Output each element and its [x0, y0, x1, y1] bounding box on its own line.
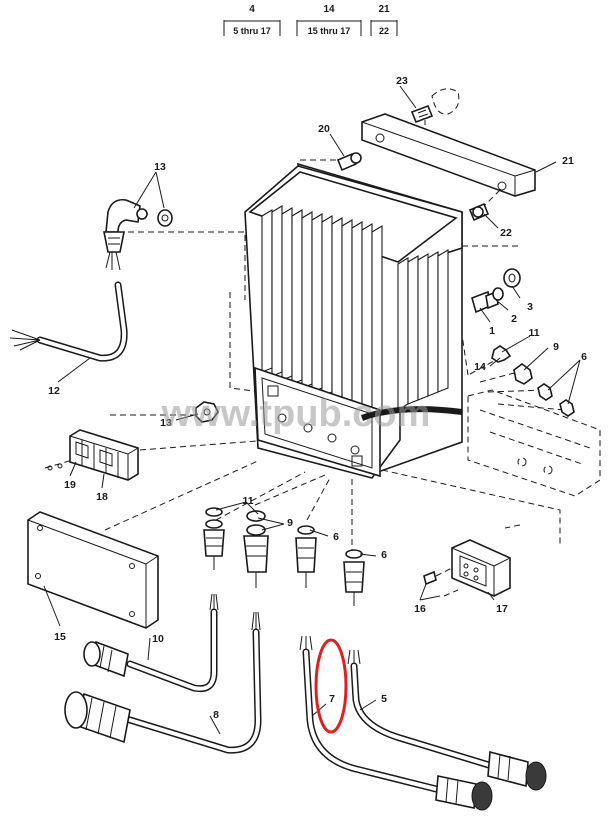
elbow-connector	[103, 198, 173, 271]
callout-3: 3	[527, 301, 533, 313]
callout-6-middle: 6	[333, 531, 339, 543]
cable-12	[9, 281, 128, 362]
screw-washer	[336, 152, 362, 172]
callout-23: 23	[396, 75, 408, 87]
highlight-ellipse	[314, 638, 348, 734]
callout-19: 19	[64, 479, 76, 491]
callout-14: 14	[474, 361, 486, 373]
cable-8	[64, 611, 262, 754]
reference-4: 4 5 thru 17	[223, 4, 281, 36]
reference-header: 4 5 thru 17 14 15 thru 17 21 22	[223, 4, 398, 36]
connector-11	[203, 507, 225, 570]
watermark-text: www.tpub.com	[161, 393, 431, 435]
callout-7: 7	[329, 693, 335, 705]
callout-9-right: 9	[553, 341, 559, 353]
reference-14-number: 14	[323, 4, 335, 15]
callout-labels: 23 20 21 22 13 3 2 1 11 9 6 14 12 13 19 …	[48, 75, 587, 721]
screw-washer	[471, 268, 521, 314]
mounting-bracket	[361, 113, 536, 197]
callout-22: 22	[500, 227, 512, 239]
callout-6-left: 6	[381, 549, 387, 561]
reference-14-range: 15 thru 17	[308, 26, 351, 36]
callout-12: 12	[48, 385, 60, 397]
heat-sink-fins-right	[397, 249, 449, 411]
reference-4-number: 4	[249, 4, 255, 15]
callout-13-middle: 13	[160, 417, 172, 429]
callout-20: 20	[318, 123, 330, 135]
reference-21-number: 21	[378, 4, 390, 15]
connector-9	[243, 510, 269, 588]
terminal-block	[47, 429, 139, 481]
callout-1: 1	[489, 325, 495, 337]
cable-7	[299, 635, 493, 811]
relay-module	[423, 539, 511, 597]
chassis-bracket	[467, 389, 601, 497]
screw	[410, 88, 460, 124]
leader-lines	[43, 85, 581, 735]
callout-2: 2	[511, 313, 517, 325]
reference-21-range: 22	[379, 26, 389, 36]
callout-10: 10	[152, 633, 164, 645]
reference-14: 14 15 thru 17	[296, 4, 362, 36]
callout-6-right: 6	[581, 351, 587, 363]
reference-4-range: 5 thru 17	[233, 26, 271, 36]
callout-18: 18	[96, 491, 108, 503]
knob-nut	[195, 401, 219, 423]
heat-sink-fins-left	[261, 205, 383, 417]
callout-8: 8	[213, 709, 219, 721]
callout-9-left: 9	[287, 517, 293, 529]
connector-6-b	[343, 549, 365, 606]
cable-5	[347, 649, 547, 791]
cable-10	[83, 593, 219, 693]
knob-nuts	[491, 345, 575, 417]
callout-5: 5	[381, 693, 387, 705]
callout-17: 17	[496, 603, 508, 615]
callout-21: 21	[562, 155, 574, 167]
reference-21: 21 22	[370, 4, 398, 36]
callout-11-left: 11	[242, 495, 253, 507]
callout-15: 15	[54, 631, 66, 643]
callout-16: 16	[414, 603, 426, 615]
power-supply-assembly	[244, 162, 463, 479]
callout-13-top: 13	[154, 161, 166, 173]
cover-plate	[27, 511, 159, 629]
callout-11-right: 11	[528, 327, 539, 339]
connector-6-a	[295, 525, 317, 588]
screw-washer	[468, 202, 490, 222]
